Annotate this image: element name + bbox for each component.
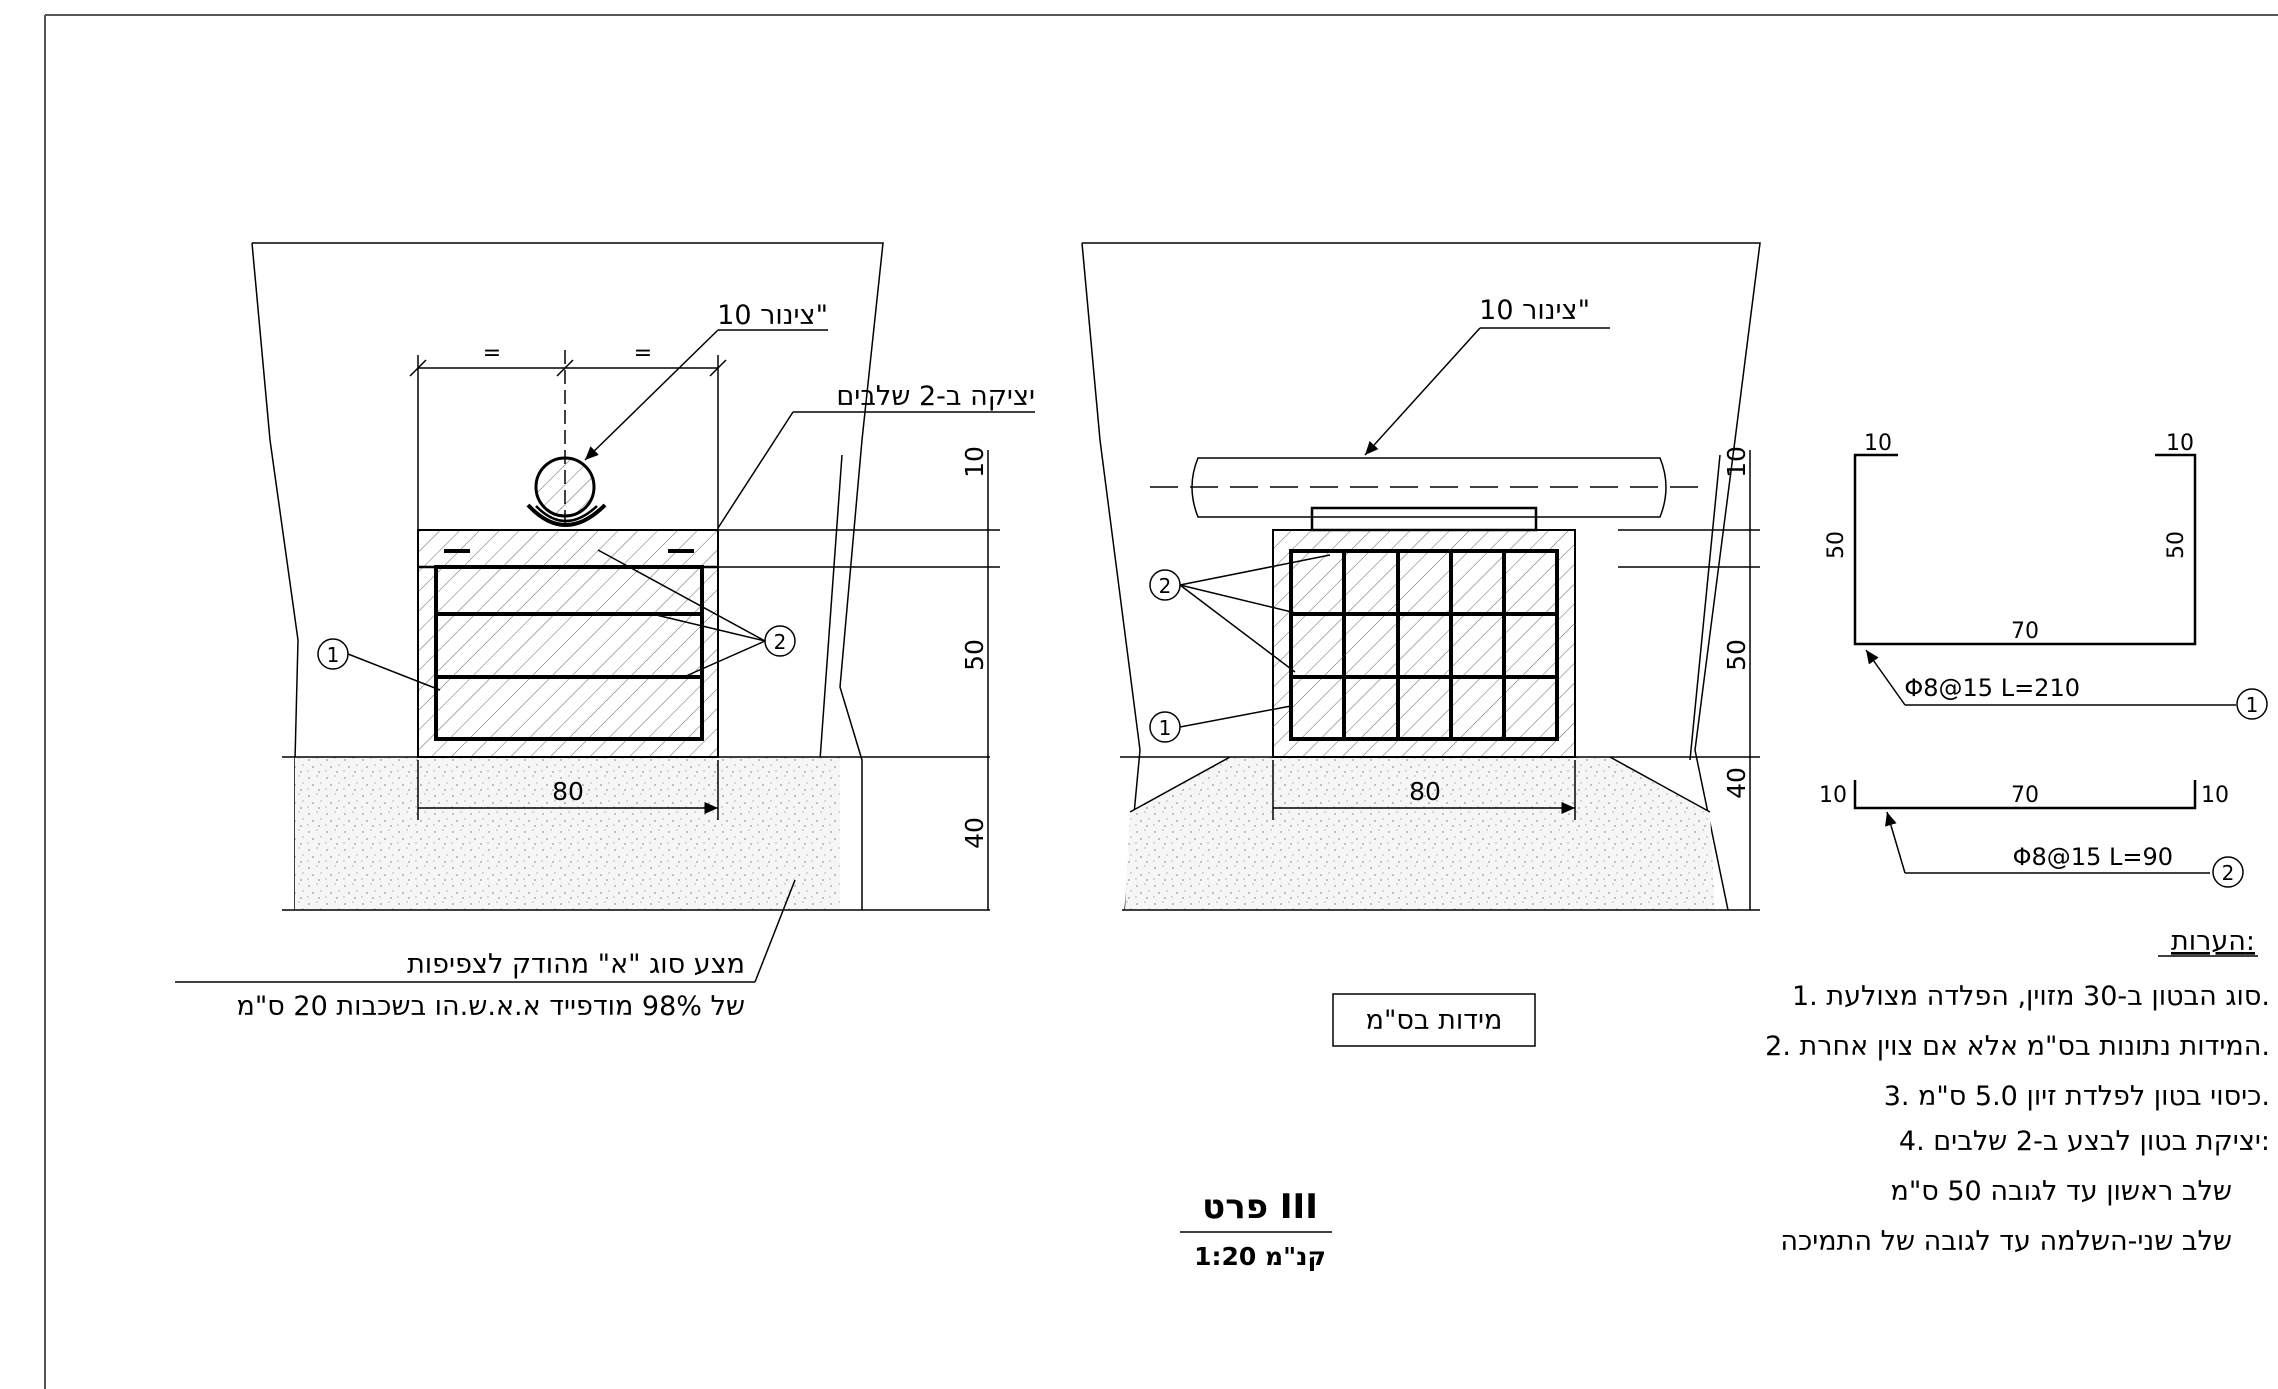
right-marker-2: 2 [1149, 554, 1331, 673]
bar2-dim-left: 10 [1819, 783, 1847, 808]
left-width-dimension-top: = = [409, 341, 727, 540]
eq-mark-1: = [483, 341, 501, 366]
note-stage-2: שלב שני-השלמה עד לגובה של התמיכה [1780, 1226, 2232, 1257]
base-material-note: מצע סוג "א" מהודק לצפיפות של 98% מודפייד… [175, 879, 796, 1022]
left-pipe [534, 456, 596, 518]
right-pipe-label: צינור 10" [1479, 295, 1590, 326]
right-dim-width: 80 [1409, 777, 1441, 806]
left-pour-callout: יציקה ב-2 שלבים [717, 381, 1035, 529]
right-dim-h-10: 10 [1722, 446, 1751, 478]
note-stage-1: שלב ראשון עד לגובה 50 ס"מ [1891, 1176, 2233, 1207]
bar1-dim-left-leg: 50 [1824, 531, 1849, 559]
detail-title: פרט III [1202, 1187, 1318, 1227]
notes-title: הערות: [2171, 926, 2255, 957]
svg-text:2: 2 [1159, 574, 1172, 598]
right-height-dimensions: 10 50 40 [1618, 446, 1760, 910]
right-marker-1: 1 [1149, 705, 1292, 743]
bar1-spec: Φ8@15 L=210 [1904, 674, 2080, 702]
left-dim-h-50: 50 [960, 639, 989, 671]
bar-schedule: 10 10 50 50 70 Φ8@15 L=210 1 10 70 10 Φ8… [1819, 431, 2268, 888]
note-item-3: 3. כיסוי בטון לפלדת זיון 5.0 ס"מ. [1884, 1081, 2270, 1112]
bar2-dim-right: 10 [2201, 783, 2229, 808]
bar1-dim-left-hook: 10 [1864, 431, 1892, 456]
right-pipe-callout: צינור 10" [1364, 295, 1610, 456]
eq-mark-2: = [634, 341, 652, 366]
units-box-label: מידות בס"מ [1366, 1005, 1503, 1036]
base-note-line1: מצע סוג "א" מהודק לצפיפות [407, 949, 745, 980]
left-pipe-callout: צינור 10" [584, 300, 828, 461]
left-dim-h-10: 10 [960, 446, 989, 478]
left-marker-1: 1 [317, 638, 441, 691]
note-item-2: 2. המידות נתונות בס"מ אלא אם צוין אחרת. [1765, 1031, 2270, 1062]
bar2-spec: Φ8@15 L=90 [2013, 843, 2173, 871]
detail-scale: קנ"מ 1:20 [1194, 1242, 1326, 1271]
right-concrete-block [1272, 529, 1576, 758]
note-item-4: 4. יציקת בטון לבצע ב-2 שלבים: [1899, 1126, 2270, 1157]
right-pipe-support [1310, 506, 1538, 532]
bar2-dim-bottom: 70 [2011, 783, 2039, 808]
left-dim-width: 80 [552, 777, 584, 806]
left-gravel-base [295, 757, 840, 910]
detail-title-block: פרט III קנ"מ 1:20 [1180, 1187, 1332, 1271]
bar-shape-2: 10 70 10 Φ8@15 L=90 2 [1819, 780, 2244, 888]
bar1-dim-right-hook: 10 [2166, 431, 2194, 456]
left-concrete-block [417, 529, 719, 758]
left-height-dimensions: 10 50 40 [718, 446, 1000, 910]
left-marker-2: 2 [597, 549, 796, 677]
bar-shape-1: 10 10 50 50 70 Φ8@15 L=210 1 [1824, 431, 2268, 720]
svg-text:1: 1 [1159, 716, 1172, 740]
left-width-dimension-bottom: 80 [417, 760, 719, 820]
right-dim-h-50: 50 [1722, 639, 1751, 671]
left-pipe-label: צינור 10" [717, 300, 828, 331]
right-width-dimension: 80 [1272, 760, 1576, 820]
bar1-dim-bottom: 70 [2011, 619, 2039, 644]
right-dim-h-40: 40 [1722, 767, 1751, 799]
notes-block: הערות: 1. סוג הבטון ב-30 מזוין, הפלדה מצ… [1765, 926, 2270, 1257]
bar1-dim-right-leg: 50 [2164, 531, 2189, 559]
sheet-border [44, 14, 2278, 1389]
left-trench-inner-line [819, 454, 843, 761]
note-item-1: 1. סוג הבטון ב-30 מזוין, הפלדה מצולעת. [1792, 981, 2270, 1012]
left-section-view: = = 80 10 50 40 צינור 10" יציקה ב-2 שלבי… [175, 242, 1035, 1022]
left-pour-label: יציקה ב-2 שלבים [836, 381, 1035, 412]
left-dim-h-40: 40 [960, 817, 989, 849]
left-pipe-saddle [526, 503, 607, 527]
right-rebar-grid [1289, 549, 1559, 741]
right-pipe [1191, 457, 1667, 518]
base-note-line2: של 98% מודפייד א.א.ש.הו בשכבות 20 ס"מ [237, 991, 745, 1022]
units-box: מידות בס"מ [1332, 993, 1536, 1047]
bar1-marker: 1 [2246, 693, 2259, 717]
right-section-view: צינור 10" 80 10 50 40 2 1 [1081, 242, 1761, 1047]
bar2-marker: 2 [2222, 861, 2235, 885]
svg-text:2: 2 [774, 630, 787, 654]
svg-text:1: 1 [327, 643, 340, 667]
